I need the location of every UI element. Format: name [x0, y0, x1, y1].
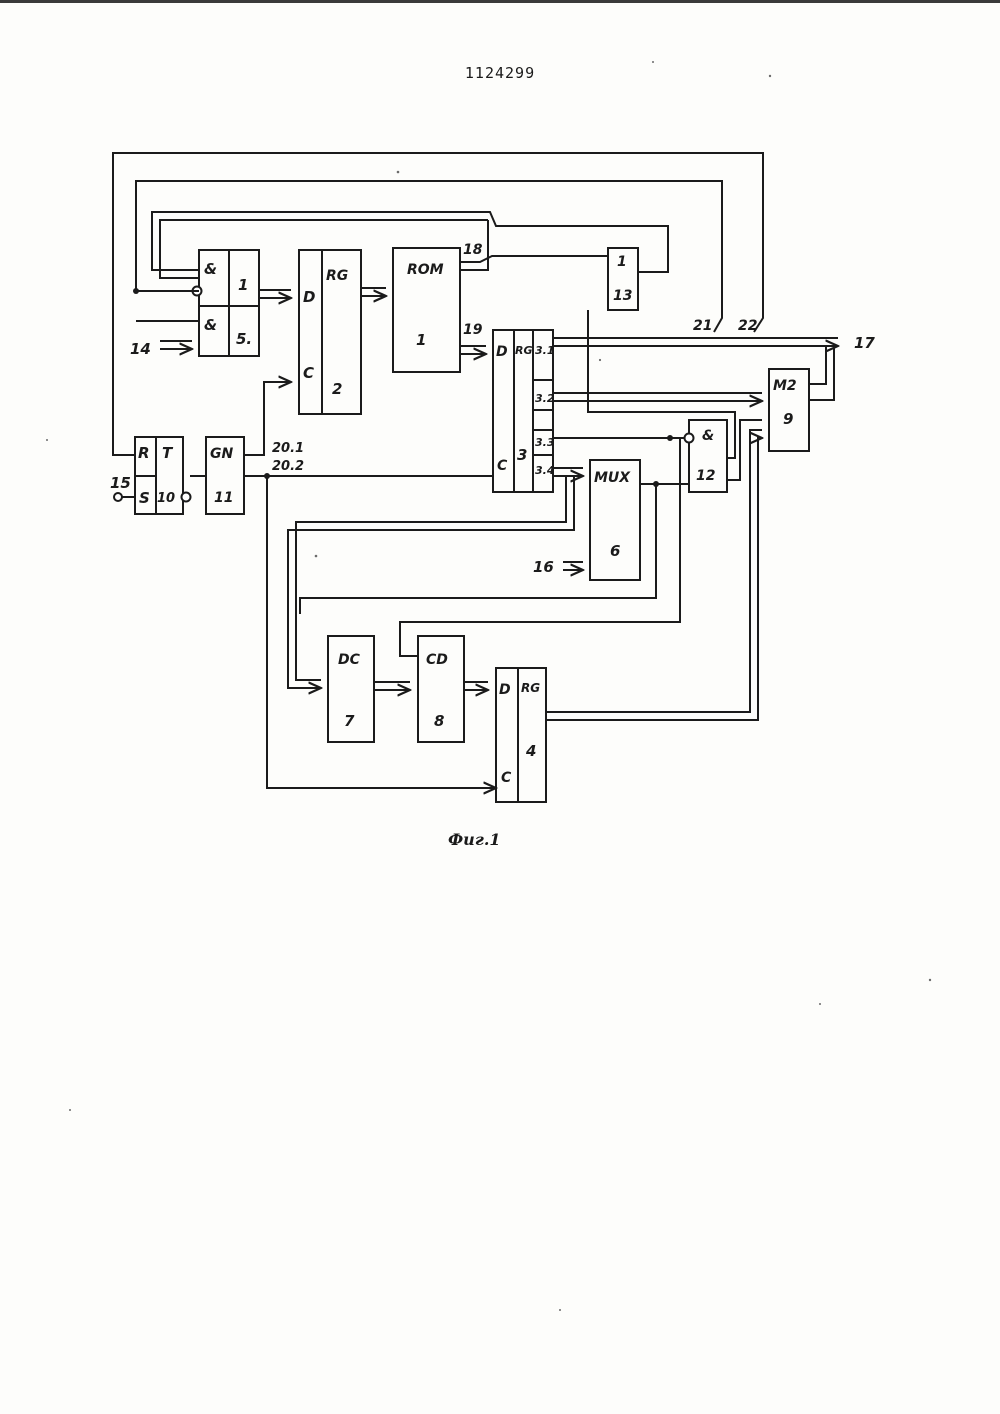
counter-title: CD: [426, 652, 448, 668]
trigger-number: 10: [157, 491, 175, 506]
figure-caption: Фиг.1: [448, 830, 501, 849]
register-3-output-3-1: 3.1: [535, 344, 555, 357]
register-4-c-input: C: [501, 770, 512, 786]
signal-14-label: 14: [130, 340, 151, 358]
register-2-d-input: D: [303, 288, 315, 306]
register-3-d-input: D: [496, 344, 508, 360]
trigger-r-input: R: [138, 444, 150, 462]
rom-title: ROM: [407, 262, 444, 278]
or-gate-13-number: 13: [613, 288, 632, 304]
trigger-t-label: T: [162, 444, 174, 462]
signal-20-2-label: 20.2: [272, 459, 304, 474]
register-3-output-3-4: 3.4: [535, 464, 555, 477]
and-gate-5-number: 5.: [236, 330, 252, 348]
register-3-title: RG: [515, 344, 533, 357]
register-2-number: 2: [332, 380, 342, 398]
register-3-output-3-2: 3.2: [535, 392, 555, 405]
and-gate-12-number: 12: [696, 468, 715, 484]
and-gate-1-symbol: &: [204, 260, 217, 278]
signal-18-label: 18: [463, 242, 483, 258]
counter-number: 8: [434, 712, 444, 730]
rom-number: 1: [416, 331, 426, 349]
register-3-c-input: C: [497, 458, 508, 474]
signal-20-1-label: 20.1: [272, 441, 304, 456]
xor-number: 9: [783, 410, 793, 428]
register-3-output-3-3: 3.3: [535, 436, 555, 449]
register-2-c-input: C: [303, 364, 314, 382]
register-4-d-input: D: [499, 682, 511, 698]
xor-title: M2: [773, 378, 797, 394]
or-gate-13-symbol: 1: [617, 254, 627, 270]
signal-19-label: 19: [463, 322, 483, 338]
register-3-number: 3: [517, 446, 527, 464]
signal-21-label: 21: [693, 318, 712, 334]
generator-number: 11: [214, 490, 233, 506]
register-2-title: RG: [326, 268, 348, 284]
signal-17-label: 17: [854, 334, 875, 352]
signal-22-label: 22: [738, 318, 757, 334]
and-gate-1-number: 1: [238, 276, 248, 294]
decoder-number: 7: [344, 712, 355, 730]
mux-title: MUX: [594, 470, 631, 486]
decoder-title: DC: [338, 652, 361, 668]
and-gate-12-symbol: &: [702, 428, 714, 444]
register-4-number: 4: [525, 742, 536, 760]
and-gate-5-symbol: &: [204, 316, 217, 334]
signal-16-label: 16: [533, 558, 554, 576]
mux-number: 6: [610, 542, 620, 560]
trigger-s-input: S: [139, 489, 150, 507]
register-4-title: RG: [521, 681, 540, 695]
signal-15-label: 15: [110, 474, 131, 492]
generator-title: GN: [210, 446, 233, 462]
